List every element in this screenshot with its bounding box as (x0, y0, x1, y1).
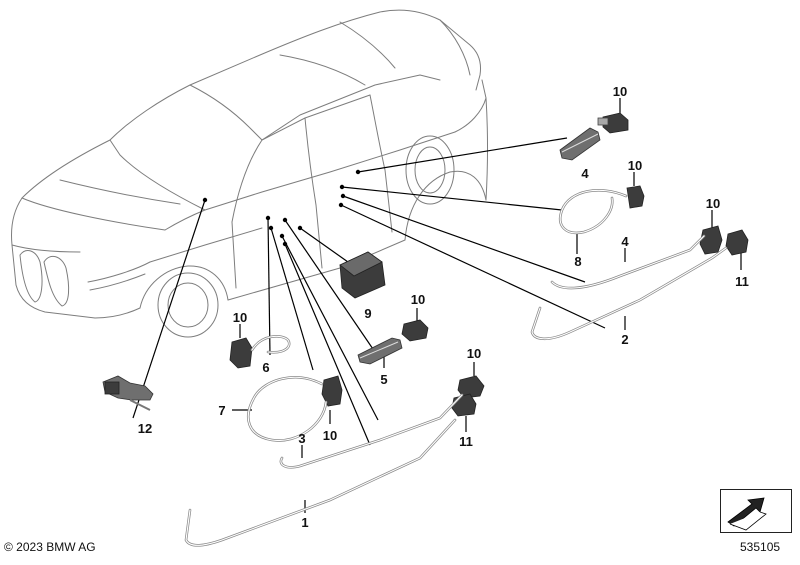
part-10-sensor-f (321, 375, 343, 407)
part-6-cable (250, 335, 291, 354)
leader-lines (132, 98, 742, 513)
part-10-sensor-a (597, 112, 629, 134)
callout-1: 1 (301, 515, 308, 530)
callout-8: 8 (574, 254, 581, 269)
car-outline (11, 9, 488, 338)
navigation-arrow-icon (727, 497, 767, 531)
part-4-hose (550, 234, 706, 290)
callout-10: 10 (467, 346, 481, 361)
part-1-hose (184, 418, 457, 547)
callout-11: 11 (735, 274, 749, 289)
copyright-text: © 2023 BMW AG (4, 540, 96, 554)
part-10-sensor-g (457, 375, 485, 399)
callout-10: 10 (233, 310, 247, 325)
parts (102, 112, 749, 547)
diagram-number: 535105 (740, 540, 781, 554)
navigation-box (720, 489, 792, 533)
part-5-bracket-b (357, 337, 403, 365)
callout-12: 12 (138, 421, 152, 436)
part-10-sensor-b (626, 185, 645, 209)
callout-9: 9 (364, 306, 371, 321)
callout-6: 6 (262, 360, 269, 375)
part-10-sensor-d (401, 319, 429, 342)
part-9-control-unit (339, 251, 386, 299)
part-10-sensor-e (229, 337, 253, 369)
callout-11: 11 (459, 434, 473, 449)
callout-3: 3 (298, 431, 305, 446)
callout-10: 10 (411, 292, 425, 307)
callout-10: 10 (323, 428, 337, 443)
part-12 (102, 375, 154, 411)
part-2-hose (530, 246, 728, 341)
callouts: 10 4 10 10 4 8 11 2 10 9 10 6 5 10 7 10 … (138, 84, 749, 530)
part-11-sensor-b (451, 393, 477, 417)
part-5-bracket-a (559, 127, 601, 161)
callout-5: 4 (581, 166, 589, 181)
callout-2: 2 (621, 332, 628, 347)
part-8-cable (559, 188, 628, 235)
callout-10: 10 (628, 158, 642, 173)
part-11-sensor-a (725, 229, 749, 256)
callout-10: 10 (706, 196, 720, 211)
part-10-sensor-c (699, 225, 723, 255)
part-3-hose (279, 393, 464, 469)
callout-10: 10 (613, 84, 627, 99)
callout-7: 7 (218, 403, 225, 418)
callout-4: 4 (621, 234, 629, 249)
callout-5: 5 (380, 372, 387, 387)
part-7-cable (247, 376, 328, 442)
